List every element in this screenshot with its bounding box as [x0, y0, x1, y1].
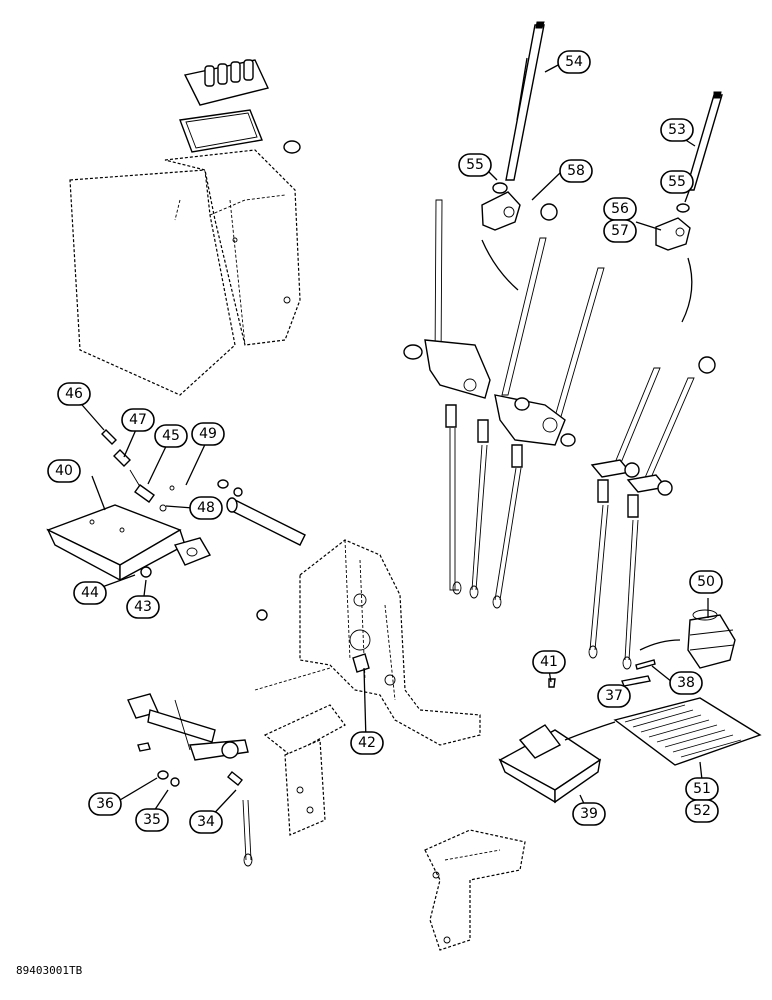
linkage-45-47 — [101, 429, 175, 512]
svg-text:55: 55 — [668, 174, 686, 190]
callout-40: 40 — [47, 459, 81, 483]
callout-42: 42 — [350, 731, 384, 755]
motion-arrow-left — [481, 239, 519, 291]
lever-bracket-58 — [481, 182, 558, 231]
callout-45: 45 — [154, 424, 188, 448]
callout-52: 52 — [685, 799, 719, 823]
pedal-linkage-34 — [127, 693, 253, 867]
svg-text:46: 46 — [65, 386, 83, 402]
console-housing — [69, 149, 301, 396]
svg-text:48: 48 — [197, 500, 215, 516]
lever-53 — [685, 91, 723, 191]
console-boot-assembly — [179, 59, 301, 165]
pedal-39 — [498, 678, 602, 804]
svg-text:58: 58 — [567, 163, 585, 179]
callout-58: 58 — [559, 159, 593, 183]
svg-text:43: 43 — [134, 599, 152, 615]
callout-54: 54 — [557, 50, 591, 74]
svg-text:35: 35 — [143, 812, 161, 828]
lever-54 — [505, 21, 545, 181]
pins-37-38 — [621, 659, 656, 687]
callout-51: 51 — [685, 777, 719, 801]
drawing-code: 89403001TB — [16, 964, 83, 977]
callout-44: 44 — [73, 581, 107, 605]
lever-assembly-right — [588, 367, 695, 670]
pedal-40 — [46, 504, 186, 582]
callout-55-left: 55 — [458, 153, 492, 177]
callout-57: 57 — [603, 219, 637, 243]
svg-text:36: 36 — [96, 796, 114, 812]
svg-text:45: 45 — [162, 428, 180, 444]
svg-text:50: 50 — [697, 574, 715, 590]
pad-arrow — [564, 721, 616, 741]
callout-37: 37 — [597, 684, 631, 708]
bottom-bracket — [424, 829, 526, 951]
callout-55-right: 55 — [660, 170, 694, 194]
svg-text:56: 56 — [611, 201, 629, 217]
svg-text:52: 52 — [693, 803, 711, 819]
callout-35: 35 — [135, 808, 169, 832]
callout-38: 38 — [669, 671, 703, 695]
support-frame — [254, 539, 481, 746]
control-rods — [449, 428, 522, 609]
svg-text:38: 38 — [677, 675, 695, 691]
callout-46: 46 — [57, 382, 91, 406]
svg-text:57: 57 — [611, 223, 629, 239]
boot-arrow — [639, 639, 681, 651]
callout-41: 41 — [532, 650, 566, 674]
callout-36: 36 — [88, 792, 122, 816]
lever-assembly-left — [403, 199, 605, 468]
callout-48: 48 — [189, 496, 223, 520]
svg-text:53: 53 — [668, 122, 686, 138]
svg-text:42: 42 — [358, 735, 376, 751]
callout-34: 34 — [189, 810, 223, 834]
pivot-shaft — [140, 479, 306, 621]
svg-text:44: 44 — [81, 585, 99, 601]
svg-text:41: 41 — [540, 654, 558, 670]
svg-text:54: 54 — [565, 54, 583, 70]
callout-56: 56 — [603, 197, 637, 221]
svg-text:47: 47 — [129, 412, 147, 428]
svg-text:34: 34 — [197, 814, 215, 830]
svg-text:39: 39 — [580, 806, 598, 822]
svg-text:37: 37 — [605, 688, 623, 704]
callout-50: 50 — [689, 570, 723, 594]
callout-47: 47 — [121, 408, 155, 432]
rubber-boot-50 — [687, 609, 736, 669]
lower-bracket — [263, 704, 346, 836]
callout-53: 53 — [660, 118, 694, 142]
pedal-pad-51 — [613, 697, 762, 766]
motion-arrow-right — [681, 257, 693, 323]
svg-text:49: 49 — [199, 426, 217, 442]
svg-text:51: 51 — [693, 781, 711, 797]
svg-text:55: 55 — [466, 157, 484, 173]
callout-39: 39 — [572, 802, 606, 826]
lever-bracket-56 — [655, 203, 716, 374]
callout-43: 43 — [126, 595, 160, 619]
svg-text:40: 40 — [55, 463, 73, 479]
callout-49: 49 — [191, 422, 225, 446]
